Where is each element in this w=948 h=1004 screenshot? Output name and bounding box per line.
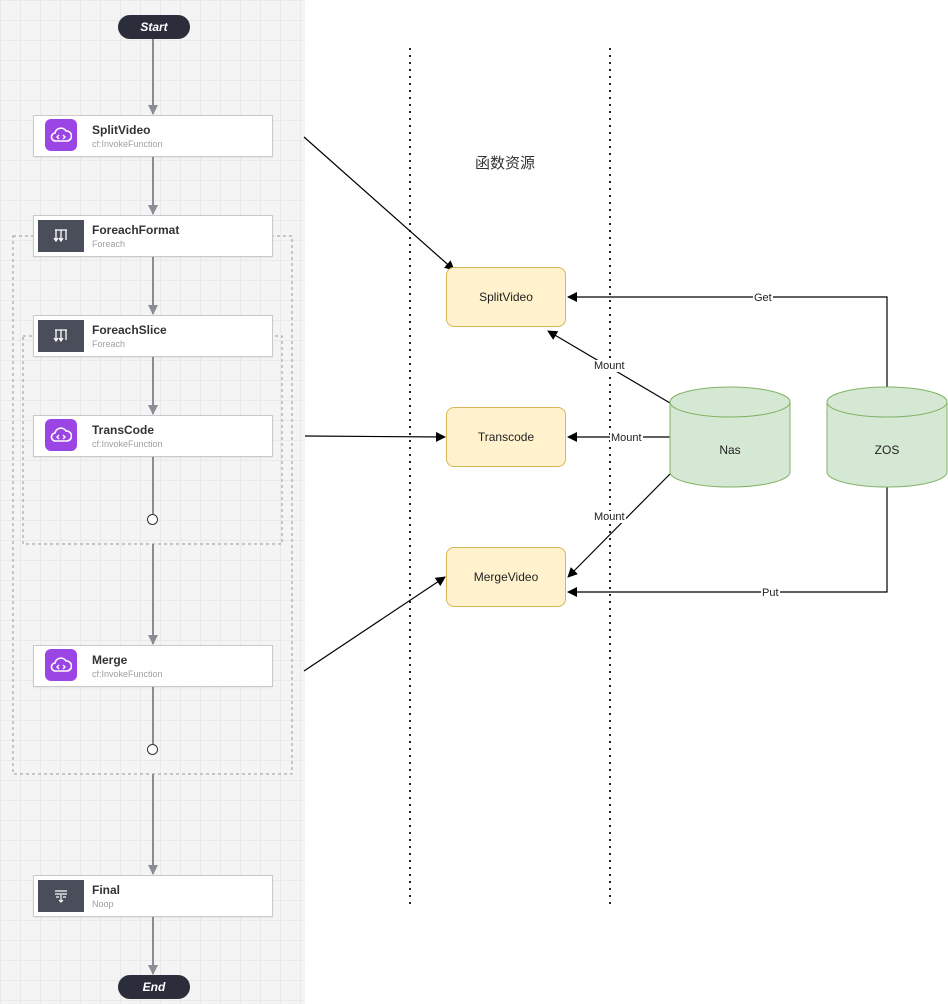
node-final[interactable]: Final Noop: [33, 875, 273, 917]
node-title: ForeachFormat: [92, 223, 180, 237]
foreach-icon: [38, 320, 84, 352]
node-subtitle: Foreach: [92, 339, 126, 349]
node-subtitle: cf:InvokeFunction: [92, 139, 163, 149]
node-foreachformat[interactable]: ForeachFormat Foreach: [33, 215, 273, 257]
cloud-function-icon: [45, 419, 77, 451]
end-node[interactable]: End: [118, 975, 190, 999]
nas-cylinder: [669, 386, 791, 488]
edge-label-mount-1: Mount: [593, 360, 626, 372]
foreach-icon: [38, 220, 84, 252]
cloud-function-icon: [45, 119, 77, 151]
node-subtitle: cf:InvokeFunction: [92, 439, 163, 449]
link-splitvideo-resource: [303, 136, 455, 271]
noop-icon: [38, 880, 84, 912]
start-node[interactable]: Start: [118, 15, 190, 39]
node-title: Final: [92, 883, 121, 897]
edge-label-put: Put: [761, 587, 780, 599]
function-splitvideo[interactable]: SplitVideo: [446, 267, 566, 327]
slice-end-marker: [147, 514, 158, 525]
section-title: 函数资源: [475, 155, 536, 172]
node-title: TransCode: [92, 423, 155, 437]
edge-zos-get-splitvideo: [567, 292, 888, 387]
edge-nas-mount-mergevideo: [567, 473, 671, 578]
node-foreachslice[interactable]: ForeachSlice Foreach: [33, 315, 273, 357]
zos-label: ZOS: [874, 443, 900, 457]
edge-zos-put-mergevideo: [567, 487, 888, 597]
cloud-function-icon: [45, 649, 77, 681]
link-transcode-resource: [304, 431, 446, 442]
zos-cylinder: [826, 386, 948, 488]
node-splitvideo[interactable]: SplitVideo cf:InvokeFunction: [33, 115, 273, 157]
node-title: SplitVideo: [92, 123, 151, 137]
node-title: ForeachSlice: [92, 323, 167, 337]
edge-label-mount-3: Mount: [593, 511, 626, 523]
node-subtitle: Foreach: [92, 239, 126, 249]
node-subtitle: Noop: [92, 899, 114, 909]
function-transcode[interactable]: Transcode: [446, 407, 566, 467]
node-merge[interactable]: Merge cf:InvokeFunction: [33, 645, 273, 687]
edge-label-mount-2: Mount: [610, 432, 643, 444]
edge-label-get: Get: [753, 292, 773, 304]
node-title: Merge: [92, 653, 128, 667]
function-mergevideo[interactable]: MergeVideo: [446, 547, 566, 607]
format-end-marker: [147, 744, 158, 755]
nas-label: Nas: [719, 443, 741, 457]
link-merge-resource: [303, 576, 446, 672]
node-transcode[interactable]: TransCode cf:InvokeFunction: [33, 415, 273, 457]
node-subtitle: cf:InvokeFunction: [92, 669, 163, 679]
